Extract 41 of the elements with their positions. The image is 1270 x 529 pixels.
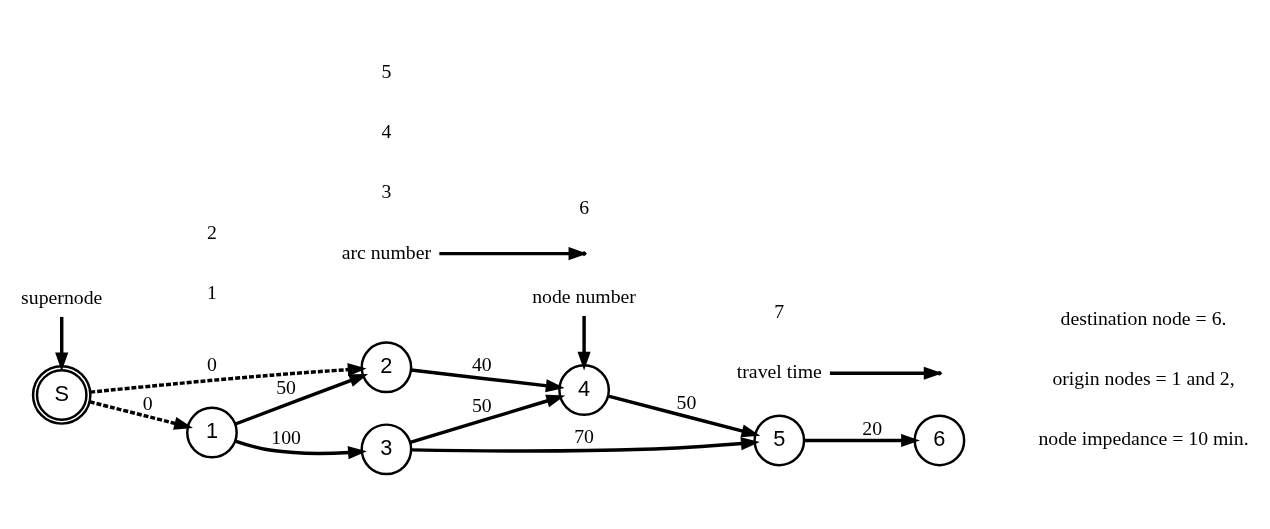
arrow bbox=[410, 368, 565, 393]
arrow bbox=[234, 373, 369, 426]
node-circle: 4 bbox=[558, 364, 611, 416]
arrow bbox=[409, 394, 566, 445]
edge-label: 0 bbox=[207, 353, 217, 376]
label: 1 bbox=[207, 281, 217, 304]
edge-label: 40 bbox=[471, 353, 492, 376]
node-text: arc number bbox=[341, 240, 432, 263]
edge-label: 70 bbox=[574, 425, 594, 448]
label: 3 bbox=[381, 180, 392, 203]
node-text: travel time bbox=[736, 360, 822, 383]
label: 5 bbox=[381, 59, 392, 82]
edge-label: 50 bbox=[676, 390, 697, 413]
arrow bbox=[234, 439, 367, 460]
edge-label: 20 bbox=[862, 416, 883, 439]
arrow bbox=[90, 363, 367, 394]
node-circle: 2 bbox=[360, 341, 413, 394]
label: 2 bbox=[207, 220, 217, 243]
node-circle: 1 bbox=[186, 406, 238, 459]
label: origin nodes = 1 and 2, bbox=[1052, 367, 1235, 390]
node-text: node number bbox=[532, 285, 636, 308]
node-circle: 3 bbox=[360, 423, 413, 476]
edge-label: 0 bbox=[142, 391, 153, 414]
edge-label: 50 bbox=[471, 393, 492, 416]
node-circle: S bbox=[31, 365, 92, 425]
arrow bbox=[411, 437, 760, 453]
node-text: supernode bbox=[21, 286, 103, 309]
label: destination node = 6. bbox=[1060, 306, 1227, 329]
arrow bbox=[89, 400, 193, 430]
arrow bbox=[607, 394, 761, 438]
arrow bbox=[55, 316, 69, 372]
edge-label: 50 bbox=[276, 375, 296, 398]
label: node impedance = 10 min. bbox=[1038, 427, 1249, 450]
edge-label: 100 bbox=[271, 426, 301, 449]
label: 6 bbox=[579, 196, 590, 219]
label: 7 bbox=[774, 299, 785, 322]
node-circle: 5 bbox=[753, 414, 806, 467]
arrow bbox=[804, 433, 920, 448]
node-circle: 6 bbox=[913, 414, 966, 467]
label: 4 bbox=[381, 119, 392, 142]
arrow bbox=[577, 315, 591, 371]
